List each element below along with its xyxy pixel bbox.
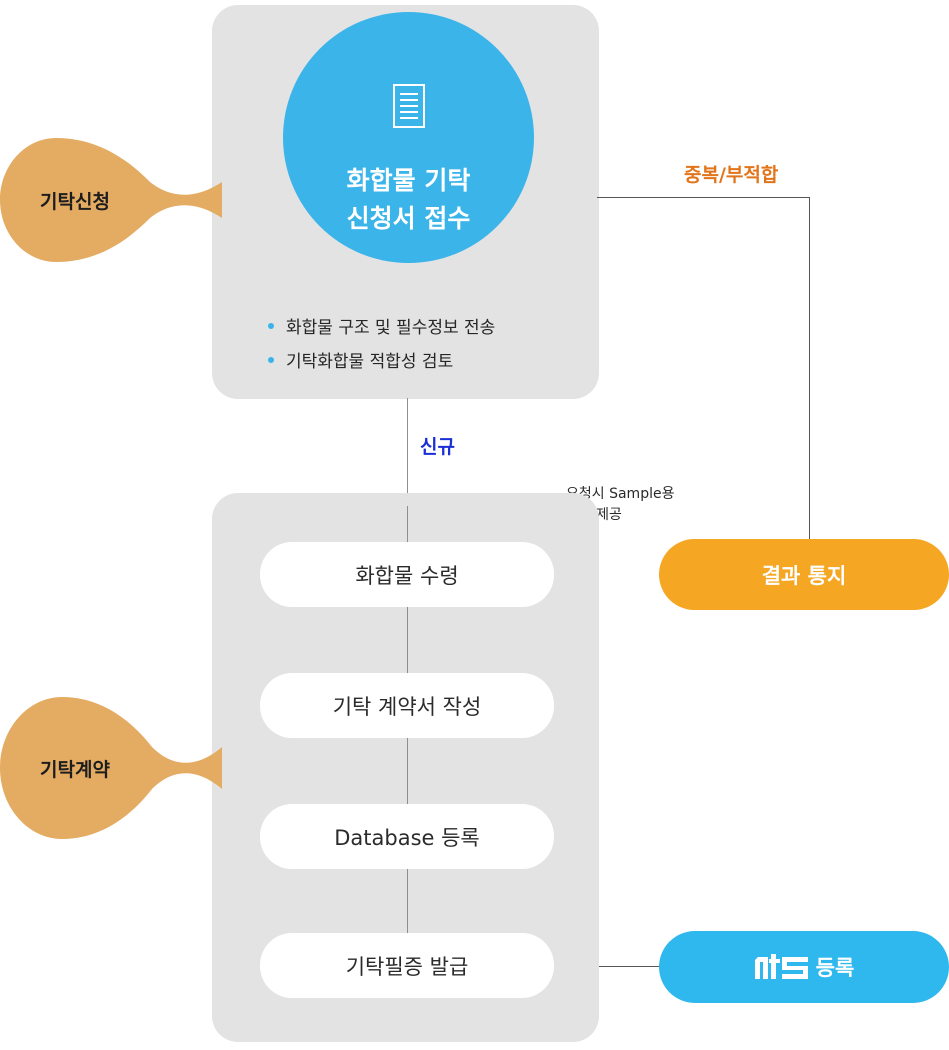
bullet-dot bbox=[268, 356, 274, 363]
phase-application: 기탁신청 bbox=[0, 138, 222, 262]
bullet-text: 기탁화합물 적합성 검토 bbox=[286, 352, 454, 372]
step-write-contract: 기탁 계약서 작성 bbox=[260, 673, 554, 738]
connector-duplicate-v bbox=[809, 197, 810, 542]
sample-note-line1: 요청시 Sample용 bbox=[566, 486, 675, 502]
step-connector bbox=[407, 607, 408, 673]
duplicate-label: 중복/부적합 bbox=[684, 164, 779, 186]
result-notice-label: 결과 통지 bbox=[761, 563, 847, 588]
bullet-text: 화합물 구조 및 필수정보 전송 bbox=[286, 318, 496, 338]
receipt-title: 화합물 기탁 신청서 접수 bbox=[283, 162, 534, 238]
step-connector bbox=[407, 738, 408, 804]
phase-contract: 기탁계약 bbox=[0, 697, 222, 839]
phase-application-shape bbox=[0, 138, 222, 262]
phase-contract-label: 기탁계약 bbox=[40, 758, 110, 781]
receipt-circle: 화합물 기탁 신청서 접수 bbox=[283, 12, 534, 263]
connector-duplicate-h bbox=[597, 197, 810, 198]
step-receive-compound: 화합물 수령 bbox=[260, 542, 554, 607]
result-notice: 결과 통지 bbox=[659, 539, 949, 610]
step-connector bbox=[407, 869, 408, 933]
document-icon bbox=[393, 84, 425, 128]
registry-label: 등록 bbox=[815, 956, 855, 980]
phase-application-label: 기탁신청 bbox=[40, 190, 110, 213]
step-issue-certificate: 기탁필증 발급 bbox=[260, 933, 554, 998]
connector-new bbox=[407, 398, 408, 506]
receipt-title-line1: 화합물 기탁 bbox=[346, 166, 471, 195]
step-database-register: Database 등록 bbox=[260, 804, 554, 869]
receipt-title-line2: 신청서 접수 bbox=[346, 204, 471, 233]
bullet-dot bbox=[268, 322, 274, 329]
registry-badge: 등록 bbox=[659, 931, 949, 1003]
bullet-item: 기탁화합물 적합성 검토 bbox=[268, 347, 453, 372]
connector-registry bbox=[553, 966, 665, 967]
phase-contract-shape bbox=[0, 697, 222, 839]
new-label: 신규 bbox=[420, 436, 455, 458]
bullet-item: 화합물 구조 및 필수정보 전송 bbox=[268, 313, 495, 338]
step-connector bbox=[407, 506, 408, 542]
nts-logo-icon bbox=[754, 954, 808, 979]
